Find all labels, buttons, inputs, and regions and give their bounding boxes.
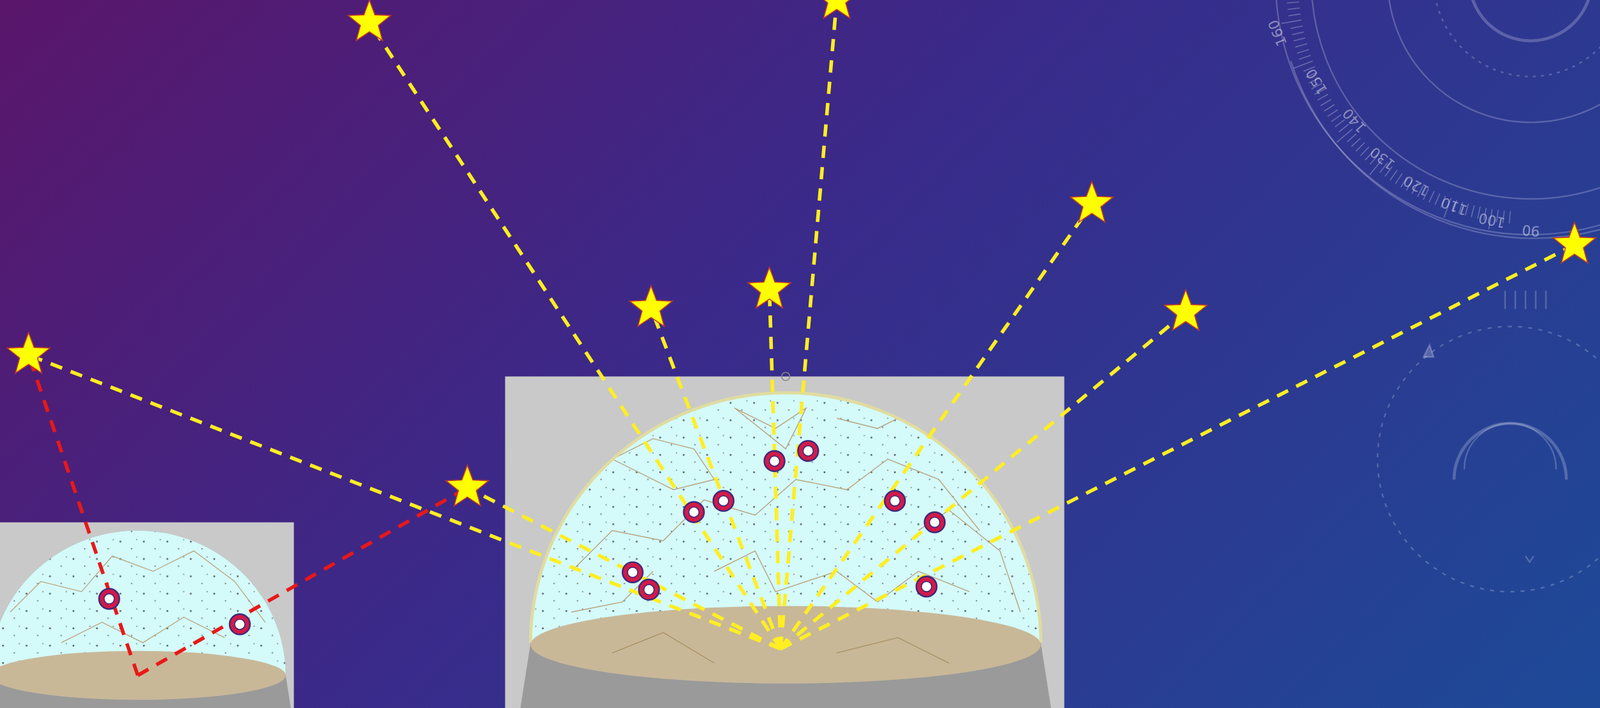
scale-tick — [1434, 193, 1440, 206]
scale-number: 130 — [1367, 143, 1398, 173]
scale-tick — [1395, 173, 1403, 184]
scale-tick — [1281, 19, 1302, 24]
star — [815, 0, 859, 18]
scale-number: 150 — [1302, 65, 1331, 98]
scale-tick — [1295, 43, 1307, 47]
sight-line — [780, 204, 1092, 649]
sight-line — [467, 487, 782, 649]
scale-tick — [1347, 133, 1357, 143]
scale-tick — [1509, 211, 1511, 224]
star — [629, 285, 673, 327]
scale-tick — [1286, 1, 1299, 4]
projected-point-core — [889, 495, 901, 507]
star — [348, 0, 391, 41]
scale-tick — [1296, 49, 1309, 54]
projected-point — [229, 614, 251, 635]
projected-point — [764, 451, 785, 472]
scale-tick — [1292, 31, 1305, 35]
sight-line — [651, 308, 782, 650]
star — [1164, 289, 1208, 331]
scale-tick — [1320, 99, 1331, 106]
projected-point-core — [921, 581, 932, 592]
scale-tick — [1471, 205, 1475, 218]
projected-point — [99, 588, 120, 610]
star — [747, 267, 791, 308]
scale-number: 120 — [1400, 172, 1432, 199]
projected-point — [713, 490, 734, 512]
scale-tick — [1324, 104, 1335, 112]
scale-tick — [1299, 55, 1311, 60]
scale-tick — [1338, 124, 1349, 132]
scale-number: 100 — [1477, 209, 1507, 231]
scale-tick — [1356, 142, 1366, 151]
scale-tick — [1293, 37, 1306, 41]
projected-point — [884, 490, 906, 512]
sight-line-red — [137, 487, 468, 675]
projected-point-core — [104, 593, 115, 604]
projected-point-core — [802, 445, 814, 457]
decor-rings — [1275, 0, 1600, 592]
sight-line — [28, 355, 782, 649]
projected-point — [797, 440, 819, 462]
projected-point-core — [929, 517, 940, 528]
scale-tick — [1287, 7, 1300, 9]
scale-tick — [1351, 138, 1361, 147]
projected-point-core — [769, 456, 780, 467]
sight-line — [780, 312, 1186, 649]
scale-tick — [1293, 60, 1313, 68]
projected-point-core — [689, 507, 700, 518]
sight-line — [780, 0, 837, 649]
projected-point — [622, 562, 643, 583]
projected-point — [916, 576, 937, 597]
sight-line-red — [28, 355, 139, 676]
scale-tick — [1337, 129, 1353, 143]
sight-line — [369, 22, 781, 649]
scale-tick — [1390, 170, 1398, 181]
star — [7, 332, 50, 373]
star — [1553, 222, 1597, 263]
sight-line — [780, 245, 1575, 650]
star — [1070, 181, 1114, 222]
scale-tick — [1327, 109, 1338, 117]
star — [445, 465, 489, 506]
scale-number: 110 — [1438, 193, 1470, 219]
scale-number: 90 — [1520, 221, 1540, 240]
scale-tick — [1429, 191, 1435, 203]
scale-tick — [1288, 14, 1301, 16]
scale-number: 160 — [1265, 17, 1291, 48]
projected-point — [638, 579, 659, 601]
projected-point-core — [234, 619, 246, 630]
projected-point-core — [627, 567, 638, 578]
scale-number: 140 — [1338, 104, 1370, 136]
projected-point — [924, 512, 945, 533]
projected-point-core — [643, 584, 654, 595]
projected-point — [683, 502, 705, 523]
projected-point-core — [718, 495, 729, 507]
scale-tick — [1290, 26, 1303, 29]
